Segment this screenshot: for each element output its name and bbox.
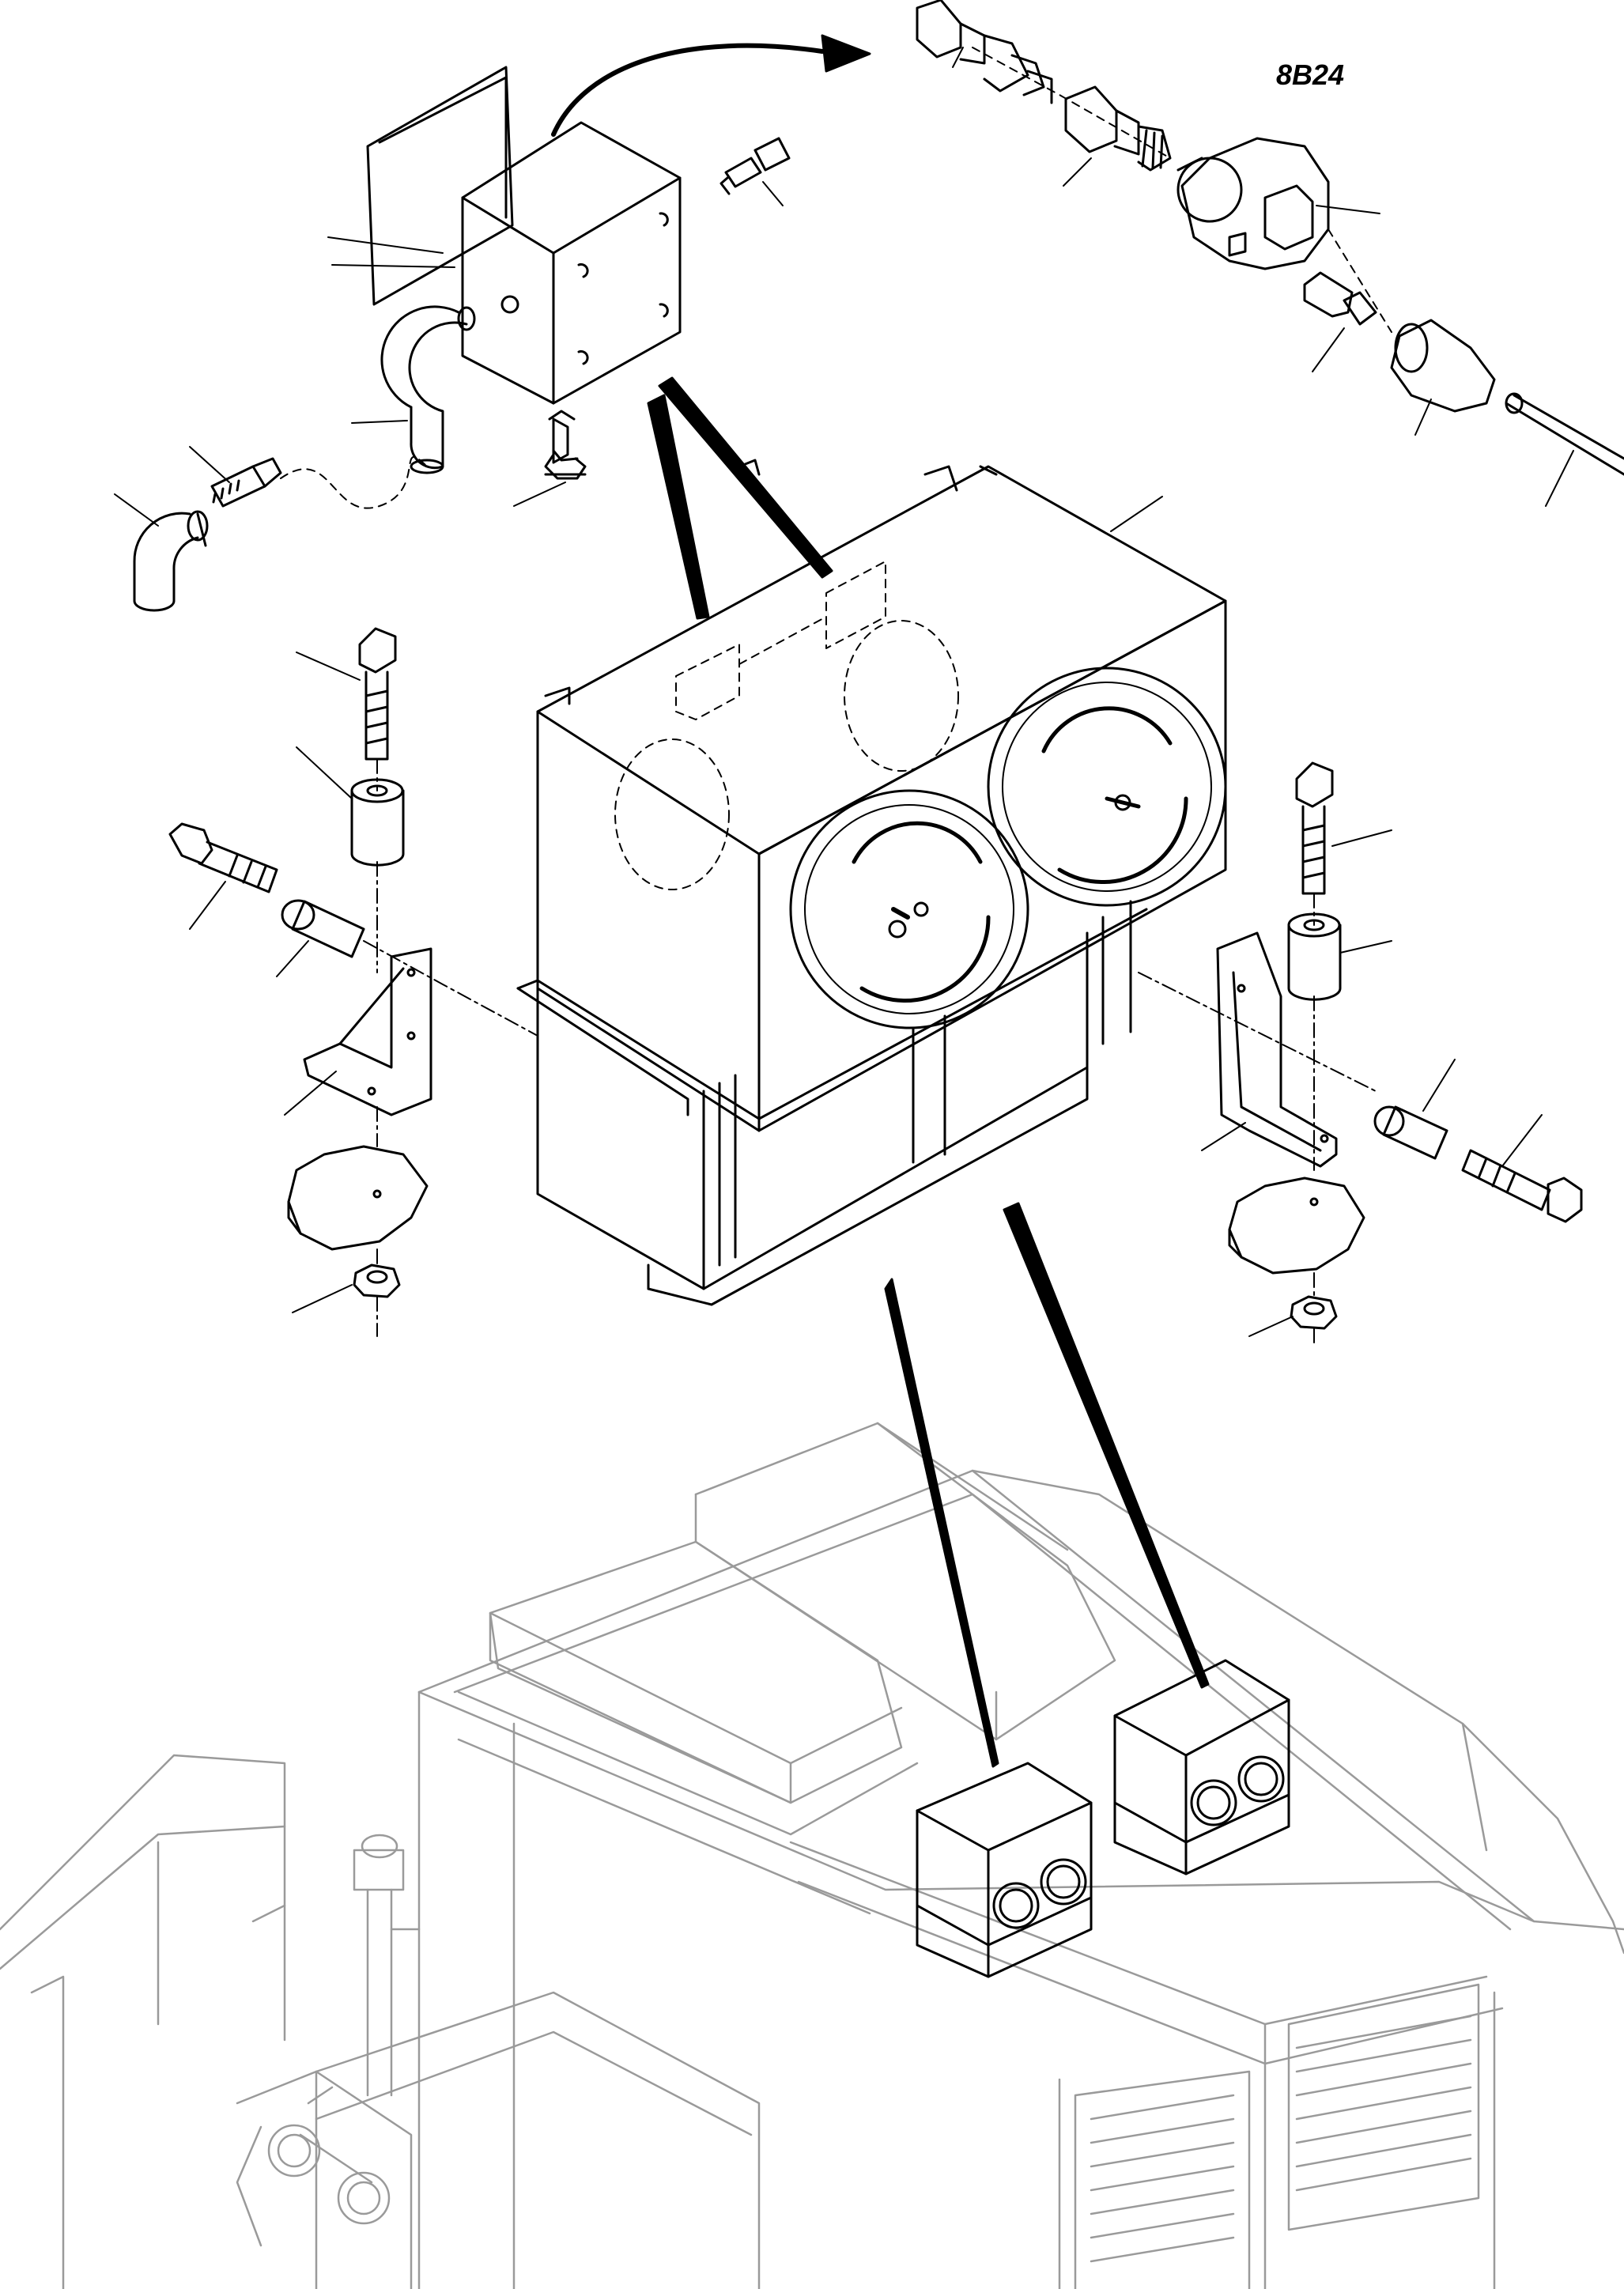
hose-fittings-left xyxy=(114,446,428,612)
right-mount-hardware xyxy=(1138,761,1583,1345)
top-right-fittings xyxy=(916,0,1624,507)
light-assembly-housing xyxy=(516,459,1227,1306)
machine-body xyxy=(0,1422,1624,2289)
lamp-unit-left xyxy=(916,1762,1093,1978)
left-mount-hardware xyxy=(168,627,538,1337)
junction-box xyxy=(327,34,871,507)
figure-code-label: 8B24 xyxy=(1276,59,1345,91)
lamp-unit-right xyxy=(1113,1659,1290,1875)
pointer-wedges xyxy=(647,376,1210,1768)
